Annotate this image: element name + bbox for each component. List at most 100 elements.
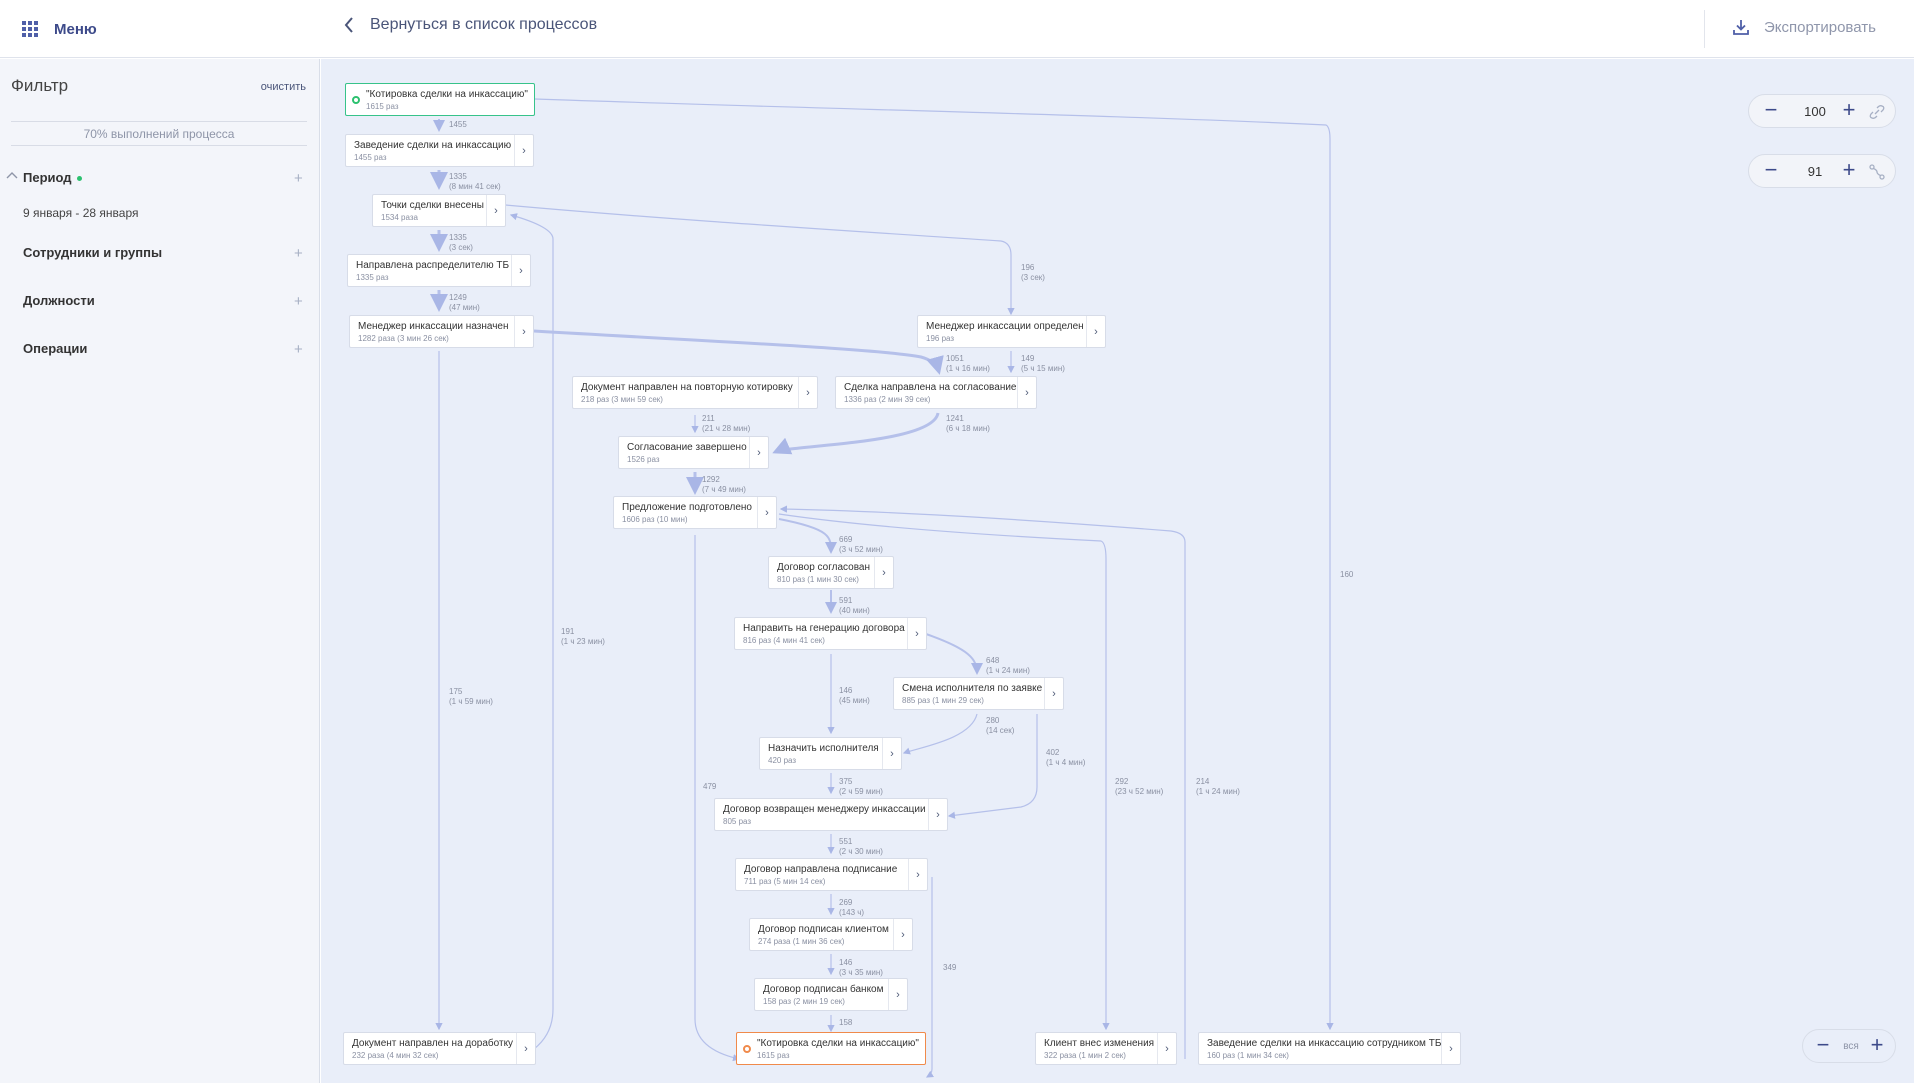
- edge-label: 292(23 ч 52 мин): [1115, 777, 1164, 796]
- chevron-right-icon[interactable]: ›: [882, 738, 901, 769]
- decrease-paths-button[interactable]: −: [1764, 157, 1778, 182]
- process-map-canvas[interactable]: "Котировка сделки на инкассацию" 1615 ра…: [321, 59, 1914, 1083]
- edge-label: 1051(1 ч 16 мин): [946, 354, 990, 373]
- filter-section-positions[interactable]: Должности +: [0, 289, 320, 313]
- link-icon[interactable]: [1867, 102, 1887, 122]
- process-node[interactable]: Договор подписан банком 158 раз (2 мин 1…: [754, 978, 908, 1011]
- process-node[interactable]: Заведение сделки на инкассацию сотрудник…: [1198, 1032, 1461, 1065]
- process-node[interactable]: Направить на генерацию договора 816 раз …: [734, 617, 927, 650]
- chevron-right-icon[interactable]: ›: [928, 799, 947, 830]
- node-title: Договор подписан банком: [763, 984, 884, 995]
- chevron-right-icon[interactable]: ›: [1157, 1033, 1176, 1064]
- filter-section-period[interactable]: Период +: [0, 166, 320, 190]
- chevron-right-icon[interactable]: ›: [1086, 316, 1105, 347]
- active-dot: [76, 176, 82, 182]
- paths-value: 91: [1807, 164, 1823, 179]
- edge: [504, 204, 1015, 316]
- filter-section-operations[interactable]: Операции +: [0, 337, 320, 361]
- process-node[interactable]: Назначить исполнителя 420 раз ›: [759, 737, 902, 770]
- start-marker-icon: [352, 96, 360, 104]
- process-node[interactable]: Договор подписан клиентом 274 раза (1 ми…: [749, 918, 913, 951]
- filter-title: Фильтр: [11, 76, 69, 95]
- plus-icon[interactable]: +: [294, 293, 303, 310]
- path-icon[interactable]: [1867, 162, 1887, 182]
- chevron-right-icon[interactable]: ›: [893, 919, 912, 950]
- process-node[interactable]: Документ направлен на повторную котировк…: [572, 376, 818, 409]
- chevron-right-icon[interactable]: ›: [757, 497, 776, 528]
- node-title: Точки сделки внесены: [381, 200, 484, 211]
- process-node[interactable]: Предложение подготовлено 1606 раз (10 ми…: [613, 496, 777, 529]
- process-node[interactable]: Документ направлен на доработку 232 раза…: [343, 1032, 536, 1065]
- edge: [947, 714, 1038, 819]
- chevron-right-icon[interactable]: ›: [749, 437, 768, 468]
- chevron-right-icon[interactable]: ›: [798, 377, 817, 408]
- process-node[interactable]: Согласование завершено 1526 раз ›: [618, 436, 769, 469]
- edge-label: 1249(47 мин): [449, 293, 480, 312]
- process-node-end[interactable]: "Котировка сделки на инкассацию" 1615 ра…: [736, 1032, 926, 1065]
- node-count: 158 раз (2 мин 19 сек): [763, 997, 845, 1006]
- process-node[interactable]: Договор согласован 810 раз (1 мин 30 сек…: [768, 556, 894, 589]
- chevron-right-icon[interactable]: ›: [514, 135, 533, 166]
- filter-section-label: Сотрудники и группы: [23, 245, 163, 260]
- plus-icon[interactable]: +: [294, 170, 303, 187]
- grid-icon: [22, 21, 38, 37]
- increase-paths-button[interactable]: +: [1842, 157, 1856, 182]
- chevron-right-icon[interactable]: ›: [511, 255, 530, 286]
- plus-icon[interactable]: +: [294, 341, 303, 358]
- process-node[interactable]: Заведение сделки на инкассацию 1455 раз …: [345, 134, 534, 167]
- edge-label: 146(45 мин): [839, 686, 870, 705]
- edge-label: 375(2 ч 59 мин): [839, 777, 883, 796]
- edge: [902, 713, 978, 755]
- node-count: 1534 раза: [381, 213, 418, 222]
- chevron-right-icon[interactable]: ›: [486, 195, 505, 226]
- export-button[interactable]: Экспортировать: [1732, 18, 1876, 36]
- edge: [533, 329, 944, 375]
- process-node-start[interactable]: "Котировка сделки на инкассацию" 1615 ра…: [345, 83, 535, 116]
- edge-label: 158: [839, 1018, 853, 1027]
- chevron-right-icon[interactable]: ›: [1017, 377, 1036, 408]
- node-count: 1526 раз: [627, 455, 660, 464]
- edge-label: 591(40 мин): [839, 596, 870, 615]
- chevron-up-icon: [6, 172, 18, 179]
- menu-button[interactable]: Меню: [22, 17, 97, 41]
- node-count: 1335 раз: [356, 273, 389, 282]
- filter-section-employees[interactable]: Сотрудники и группы +: [0, 241, 320, 265]
- back-to-process-list-link[interactable]: Вернуться в список процессов: [344, 16, 597, 34]
- zoom-in-button[interactable]: +: [1870, 1032, 1884, 1057]
- process-node[interactable]: Менеджер инкассации назначен 1282 раза (…: [349, 315, 534, 348]
- chevron-right-icon[interactable]: ›: [514, 316, 533, 347]
- canvas-zoom-control: − вся +: [1802, 1029, 1896, 1063]
- chevron-right-icon[interactable]: ›: [516, 1033, 535, 1064]
- menu-label: Меню: [54, 20, 97, 38]
- process-node[interactable]: Договор направлена подписание 711 раз (5…: [735, 858, 928, 891]
- edge-label: 669(3 ч 52 мин): [839, 535, 883, 554]
- chevron-right-icon[interactable]: ›: [888, 979, 907, 1010]
- process-node[interactable]: Менеджер инкассации определен 196 раз ›: [917, 315, 1106, 348]
- node-title: Договор возвращен менеджеру инкассации: [723, 804, 926, 815]
- process-node[interactable]: Точки сделки внесены 1534 раза ›: [372, 194, 506, 227]
- chevron-right-icon[interactable]: ›: [908, 859, 927, 890]
- process-node[interactable]: Смена исполнителя по заявке 885 раз (1 м…: [893, 677, 1064, 710]
- edge-label: 551(2 ч 30 мин): [839, 837, 883, 856]
- node-title: Направить на генерацию договора: [743, 623, 905, 634]
- clear-filter-button[interactable]: очистить: [260, 81, 306, 93]
- node-count: 810 раз (1 мин 30 сек): [777, 575, 859, 584]
- process-node[interactable]: Договор возвращен менеджеру инкассации 8…: [714, 798, 948, 831]
- chevron-right-icon[interactable]: ›: [907, 618, 926, 649]
- plus-icon[interactable]: +: [294, 245, 303, 262]
- process-node[interactable]: Клиент внес изменения 322 раза (1 мин 2 …: [1035, 1032, 1177, 1065]
- chevron-right-icon[interactable]: ›: [874, 557, 893, 588]
- node-title: "Котировка сделки на инкассацию": [757, 1038, 919, 1049]
- process-node[interactable]: Направлена распределителю ТБ 1335 раз ›: [347, 254, 531, 287]
- node-title: Смена исполнителя по заявке: [902, 683, 1043, 694]
- chevron-right-icon[interactable]: ›: [1044, 678, 1063, 709]
- increase-activities-button[interactable]: +: [1842, 97, 1856, 122]
- chevron-left-icon: [344, 17, 353, 33]
- chevron-right-icon[interactable]: ›: [1441, 1033, 1460, 1064]
- node-count: 1455 раз: [354, 153, 387, 162]
- edge-label: 280(14 сек): [986, 716, 1015, 735]
- process-node[interactable]: Сделка направлена на согласование 1336 р…: [835, 376, 1037, 409]
- edge-label: 349: [943, 963, 957, 972]
- decrease-activities-button[interactable]: −: [1764, 97, 1778, 122]
- zoom-out-button[interactable]: −: [1816, 1032, 1830, 1057]
